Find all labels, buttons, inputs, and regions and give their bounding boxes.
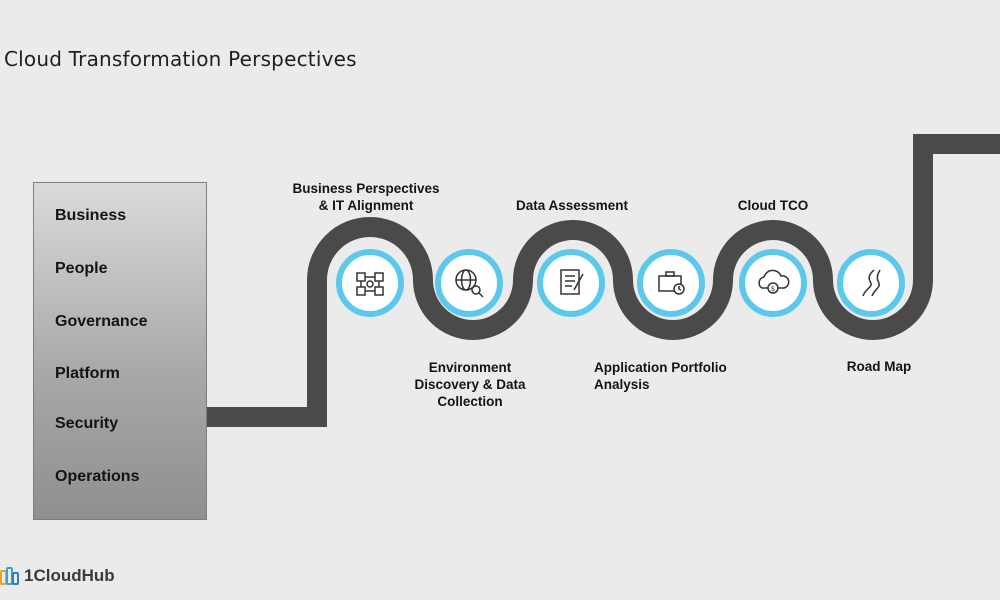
perspective-business: Business <box>55 207 127 224</box>
step-label-line: Application Portfolio <box>594 360 727 375</box>
step-label-line: & IT Alignment <box>318 198 414 213</box>
step-circle-cloud-tco: $ <box>739 249 807 317</box>
perspective-security: Security <box>55 415 119 432</box>
checklist-icon <box>560 269 584 295</box>
perspective-governance: Governance <box>55 313 148 330</box>
step-label-line: Discovery & Data <box>414 377 526 392</box>
perspectives-panel: Business People Governance Platform Secu… <box>33 182 207 520</box>
perspective-people: People <box>55 260 108 277</box>
logo-text: 1CloudHub <box>24 566 115 585</box>
step-circle-data-assessment <box>537 249 605 317</box>
step-label-line: Environment <box>428 360 512 375</box>
company-logo: 1CloudHub <box>0 563 115 589</box>
step-label-line: Analysis <box>594 377 650 392</box>
step-circle-road-map <box>837 249 905 317</box>
globe-search-icon <box>455 269 484 298</box>
step-circle-app-portfolio <box>637 249 705 317</box>
step-label-line: Business Perspectives <box>292 181 440 196</box>
step-label-environment-discovery: Environment Discovery & Data Collection <box>400 359 540 410</box>
road-icon <box>862 269 881 297</box>
cloud-dollar-icon: $ <box>758 269 790 294</box>
cloudhub-logo-icon <box>0 567 19 585</box>
step-label-data-assessment: Data Assessment <box>502 197 642 214</box>
step-label-app-portfolio: Application Portfolio Analysis <box>594 359 727 393</box>
network-gear-icon <box>356 272 384 296</box>
svg-text:$: $ <box>771 285 775 293</box>
step-label-business-alignment: Business Perspectives & IT Alignment <box>288 180 444 214</box>
road-path <box>207 134 1000 427</box>
step-label-road-map: Road Map <box>819 358 939 375</box>
step-label-cloud-tco: Cloud TCO <box>713 197 833 214</box>
briefcase-clock-icon <box>658 271 685 295</box>
perspective-operations: Operations <box>55 468 140 485</box>
step-label-line: Collection <box>437 394 503 409</box>
step-label-line: Data Assessment <box>515 198 629 213</box>
step-circle-environment-discovery <box>435 249 503 317</box>
step-label-line: Road Map <box>846 359 912 374</box>
step-label-line: Cloud TCO <box>737 198 809 213</box>
step-circle-business-alignment <box>336 249 404 317</box>
perspective-platform: Platform <box>55 365 120 382</box>
page-title: Cloud Transformation Perspectives <box>4 47 357 71</box>
